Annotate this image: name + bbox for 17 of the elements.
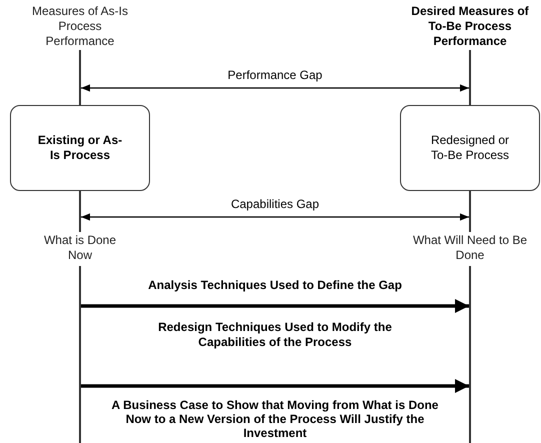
state-caption: What is Done Now [35,233,125,265]
timeline-bar [79,50,81,105]
timeline-bar [469,266,471,443]
note-text: A Business Case to Show that Moving from What is Done Now to a New Version of the Process Will Justify the Investment [110,398,440,440]
arrow [81,379,469,393]
timeline-bar [469,191,471,232]
process-box: Redesigned or To-Be Process [400,105,540,191]
measure-caption: Measures of As-Is Process Performance [25,4,135,50]
arrow [81,84,469,92]
measure-caption: Desired Measures of To-Be Process Performance [405,4,535,50]
timeline-bar [79,266,81,443]
timeline-bar [469,50,471,105]
arrow [81,213,469,221]
timeline-bar [79,191,81,232]
process-box: Existing or As-Is Process [10,105,150,191]
arrow [81,299,469,313]
state-caption: What Will Need to Be Done [410,233,530,265]
